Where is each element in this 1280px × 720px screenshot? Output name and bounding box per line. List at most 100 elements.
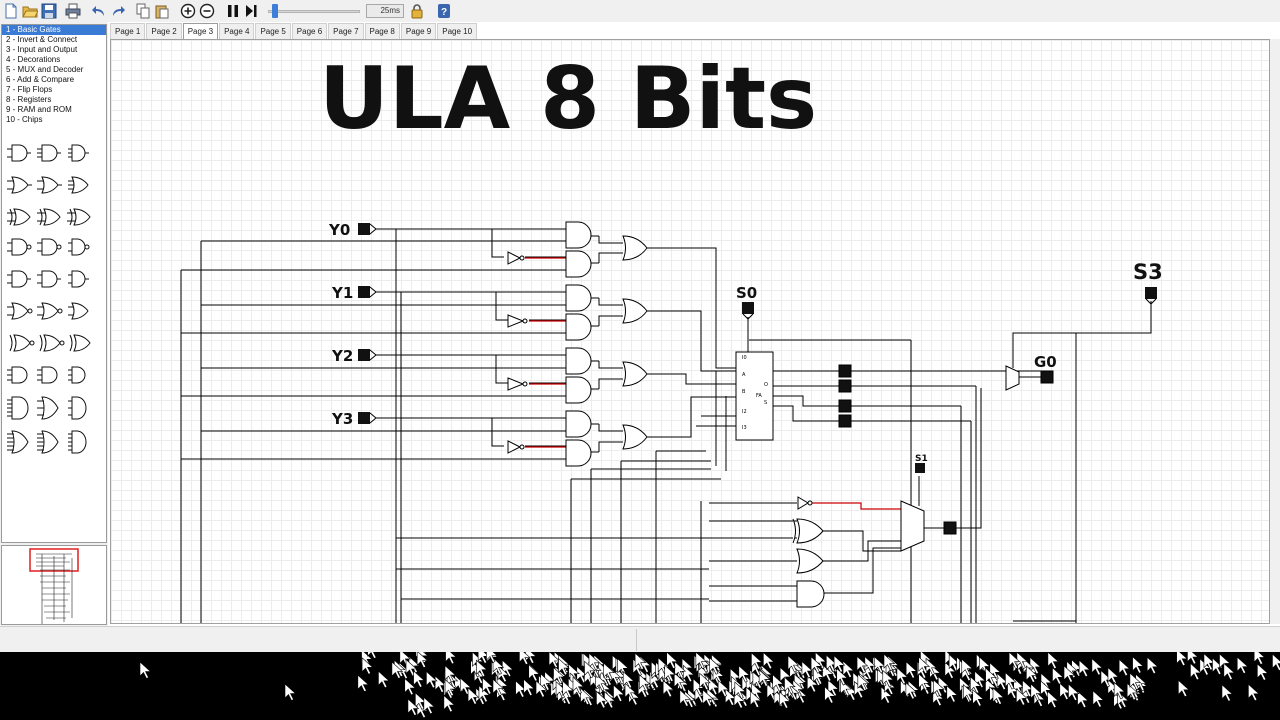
- cursor-icon: [695, 652, 708, 670]
- tab-page-10[interactable]: Page 10: [437, 23, 478, 39]
- cursor-icon: [1236, 656, 1249, 675]
- cursor-icon: [822, 664, 834, 682]
- category-input-output[interactable]: 3 - Input and Output: [6, 45, 78, 54]
- mux-g0[interactable]: [1005, 365, 1020, 391]
- cursor-icon: [666, 652, 678, 670]
- category-list: 1 - Basic Gates 2 - Invert & Connect 3 -…: [1, 24, 107, 140]
- zoom-in-icon[interactable]: [179, 2, 197, 20]
- cursor-icon: [836, 667, 849, 686]
- category-decorations[interactable]: 4 - Decorations: [6, 55, 61, 64]
- circuit-canvas[interactable]: ULA 8 Bits: [110, 39, 1270, 624]
- category-add-compare[interactable]: 6 - Add & Compare: [6, 75, 75, 84]
- save-icon[interactable]: [40, 2, 58, 20]
- open-icon[interactable]: [21, 2, 39, 20]
- category-basic-gates[interactable]: 1 - Basic Gates: [2, 25, 106, 35]
- svg-text:B: B: [742, 389, 746, 395]
- cursor-icon: [1016, 652, 1029, 670]
- paste-icon[interactable]: [153, 2, 171, 20]
- cursor-icon: [733, 691, 746, 709]
- undo-icon[interactable]: [90, 2, 108, 20]
- tab-page-5[interactable]: Page 5: [255, 23, 291, 39]
- cursor-icon: [842, 660, 855, 679]
- pause-icon[interactable]: [224, 2, 242, 20]
- cursor-icon: [596, 690, 608, 709]
- cursor-icon: [813, 667, 825, 685]
- cursor-icon: [1223, 662, 1236, 681]
- cursor-icon: [558, 657, 570, 676]
- cursor-icon: [639, 674, 651, 692]
- zoom-out-icon[interactable]: [198, 2, 216, 20]
- category-ram-rom[interactable]: 9 - RAM and ROM: [6, 105, 72, 114]
- copy-icon[interactable]: [134, 2, 152, 20]
- new-icon[interactable]: [2, 2, 20, 20]
- cursor-icon: [1063, 665, 1076, 683]
- tab-page-4[interactable]: Page 4: [219, 23, 255, 39]
- tab-page-8[interactable]: Page 8: [364, 23, 400, 39]
- cursor-icon: [482, 677, 494, 695]
- vertical-scrollbar[interactable]: [1270, 39, 1280, 624]
- cursor-icon: [664, 664, 676, 683]
- gate-array[interactable]: [507, 221, 825, 608]
- mux-s1[interactable]: [900, 500, 925, 552]
- cursor-icon: [970, 676, 982, 694]
- tab-page-1[interactable]: Page 1: [110, 23, 146, 39]
- cursor-icon: [734, 681, 747, 699]
- cursor-icon: [603, 662, 615, 681]
- cursor-icon: [1178, 679, 1190, 698]
- speed-slider-thumb[interactable]: [271, 4, 278, 18]
- tab-page-7[interactable]: Page 7: [328, 23, 364, 39]
- cursor-icon: [1030, 683, 1043, 701]
- cursor-icon: [932, 688, 945, 707]
- cursor-icon: [833, 655, 846, 673]
- category-invert-connect[interactable]: 2 - Invert & Connect: [6, 35, 78, 44]
- cursor-icon: [391, 661, 404, 679]
- cursor-icon: [407, 698, 420, 716]
- cursor-icon: [1190, 662, 1202, 681]
- cursor-icon: [944, 661, 957, 680]
- cursor-icon: [702, 689, 715, 707]
- redo-icon[interactable]: [109, 2, 127, 20]
- category-mux-decoder[interactable]: 5 - MUX and Decoder: [6, 65, 84, 74]
- cursor-icon: [896, 666, 909, 685]
- cursor-icon: [1078, 659, 1091, 678]
- step-icon[interactable]: [242, 2, 260, 20]
- cursor-icon: [1077, 690, 1089, 709]
- gate-palette[interactable]: [2, 139, 108, 543]
- svg-text:O: O: [764, 382, 768, 388]
- cursor-icon: [679, 689, 692, 707]
- tab-page-2[interactable]: Page 2: [146, 23, 182, 39]
- cursor-icon: [787, 654, 800, 673]
- cursor-icon: [883, 653, 896, 672]
- cursor-icon: [699, 672, 711, 691]
- cursor-icon: [918, 673, 930, 691]
- print-icon[interactable]: [64, 2, 82, 20]
- cursor-icon: [1272, 653, 1280, 672]
- cursor-icon: [907, 680, 920, 698]
- tab-page-3[interactable]: Page 3: [182, 23, 219, 39]
- cursor-overlay: [0, 652, 1280, 720]
- cursor-icon: [709, 657, 721, 675]
- category-flip-flops[interactable]: 7 - Flip Flops: [6, 85, 53, 94]
- cursor-icon: [1129, 681, 1141, 699]
- category-chips[interactable]: 10 - Chips: [6, 115, 43, 124]
- tab-page-6[interactable]: Page 6: [291, 23, 328, 39]
- lock-icon[interactable]: [408, 2, 426, 20]
- left-panel: 1 - Basic Gates 2 - Invert & Connect 3 -…: [0, 22, 108, 626]
- cursor-icon: [622, 671, 635, 689]
- cursor-artifacts: [139, 652, 1280, 719]
- cursor-icon: [478, 684, 491, 703]
- cursor-icon: [523, 678, 535, 697]
- help-icon[interactable]: ?: [435, 2, 453, 20]
- cursor-icon: [357, 674, 370, 693]
- cursor-icon: [580, 687, 592, 706]
- speed-slider[interactable]: [268, 4, 360, 18]
- cursor-icon: [810, 656, 823, 674]
- cursor-icon: [361, 657, 374, 675]
- category-registers[interactable]: 8 - Registers: [6, 95, 52, 104]
- minimap[interactable]: [1, 545, 107, 625]
- cursor-icon: [905, 681, 918, 700]
- input-pins[interactable]: [358, 223, 1157, 473]
- cursor-icon: [444, 678, 457, 697]
- tab-page-9[interactable]: Page 9: [400, 23, 437, 39]
